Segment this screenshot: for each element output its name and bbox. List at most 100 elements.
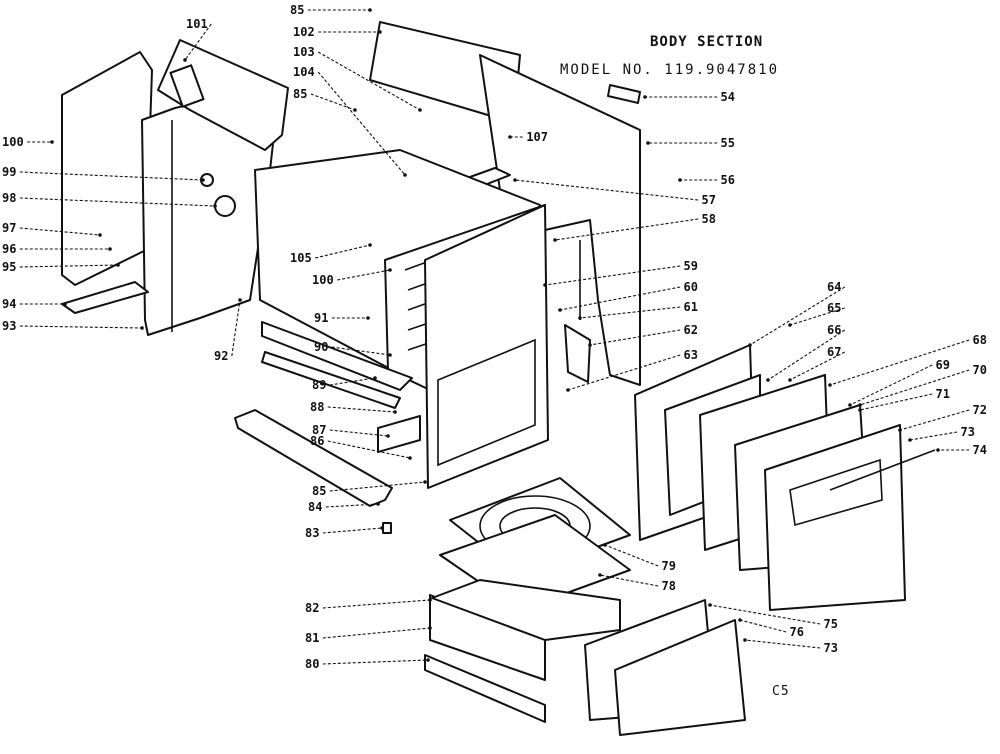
- callout-label-p74: 74: [973, 443, 987, 457]
- leader-tip-p100a: [50, 140, 54, 144]
- callout-label-p82: 82: [305, 601, 319, 615]
- door-window: [789, 458, 883, 527]
- callout-label-p60: 60: [684, 280, 698, 294]
- leader-line-p60: [559, 286, 681, 311]
- bracket-54: [607, 84, 641, 104]
- leader-line-p82: [322, 599, 431, 609]
- leader-line-p71: [859, 393, 933, 411]
- callout-label-p73a: 73: [961, 425, 975, 439]
- leader-line-p64: [749, 286, 846, 346]
- leader-line-p104: [317, 71, 406, 176]
- leader-line-p93: [19, 325, 143, 329]
- door-panel-72: [764, 424, 906, 611]
- leader-tip-p58: [553, 238, 557, 242]
- model-number: MODEL NO. 119.9047810: [560, 62, 780, 78]
- callout-label-p78: 78: [662, 579, 676, 593]
- leader-tip-p70: [858, 403, 862, 407]
- leader-line-p69: [849, 364, 933, 406]
- callout-label-p59: 59: [684, 259, 698, 273]
- leader-tip-p89: [373, 376, 377, 380]
- leader-tip-p105: [368, 243, 372, 247]
- leader-tip-p59: [543, 283, 547, 287]
- leader-line-p105: [315, 244, 371, 259]
- leader-tip-p101: [183, 58, 187, 62]
- leader-line-p101: [184, 23, 212, 61]
- callout-label-p61: 61: [684, 300, 698, 314]
- leader-tip-p98: [213, 204, 217, 208]
- callout-label-p95: 95: [2, 260, 16, 274]
- leader-tip-p61: [578, 316, 582, 320]
- leader-tip-p60: [558, 308, 562, 312]
- bracket-94: [61, 281, 149, 314]
- callout-label-p96: 96: [2, 242, 16, 256]
- leader-line-p65: [789, 307, 845, 326]
- leader-tip-p63: [566, 388, 570, 392]
- leader-tip-p88: [393, 410, 397, 414]
- leader-tip-p73b: [743, 638, 747, 642]
- callout-label-p81: 81: [305, 631, 319, 645]
- leader-tip-p97: [98, 233, 102, 237]
- leader-line-p100b: [337, 269, 391, 281]
- callout-label-p93: 93: [2, 319, 16, 333]
- leader-line-p59: [544, 265, 681, 286]
- leader-line-p61: [579, 306, 681, 319]
- leader-line-p73a: [909, 431, 958, 441]
- leader-tip-p81: [428, 626, 432, 630]
- leader-tip-p84: [376, 502, 380, 506]
- leader-tip-p90: [388, 353, 392, 357]
- leader-tip-p55: [646, 141, 650, 145]
- leader-tip-p80: [426, 658, 430, 662]
- callout-label-p97: 97: [2, 221, 16, 235]
- leader-tip-p65: [788, 323, 792, 327]
- leader-line-p63: [567, 354, 681, 391]
- callout-label-p89: 89: [312, 378, 326, 392]
- callout-label-p65: 65: [827, 301, 841, 315]
- callout-label-p94: 94: [2, 297, 16, 311]
- callout-label-p91: 91: [314, 311, 328, 325]
- diagram-title: BODY SECTION: [650, 34, 764, 50]
- leader-tip-p95: [116, 263, 120, 267]
- leader-tip-p82: [428, 598, 432, 602]
- bottom-panel-89: [261, 321, 413, 391]
- callout-label-p85c: 85: [312, 484, 326, 498]
- callout-label-p56: 56: [721, 173, 735, 187]
- leader-line-p70: [859, 369, 970, 406]
- callout-label-p100a: 100: [2, 135, 24, 149]
- callout-label-p105: 105: [290, 251, 312, 265]
- leader-line-p67: [789, 351, 846, 381]
- callout-label-p85b: 85: [293, 87, 307, 101]
- leader-tip-p78: [598, 573, 602, 577]
- leader-line-p80: [322, 659, 429, 665]
- callout-label-p88: 88: [310, 400, 324, 414]
- leader-tip-p64: [748, 343, 752, 347]
- leader-line-p78: [599, 574, 659, 587]
- drawer-panel-76: [614, 619, 746, 736]
- callout-label-p102: 102: [293, 25, 315, 39]
- callout-label-p62: 62: [684, 323, 698, 337]
- leader-tip-p100b: [388, 268, 392, 272]
- leader-line-p58: [554, 218, 699, 241]
- leader-tip-p91: [366, 316, 370, 320]
- callout-label-p85a: 85: [290, 3, 304, 17]
- leader-tip-p67: [788, 378, 792, 382]
- callout-label-p73b: 73: [824, 641, 838, 655]
- footer-code: C5: [772, 684, 790, 699]
- broiler-pan-top: [431, 579, 621, 641]
- leader-line-p103: [317, 51, 421, 111]
- callout-label-p84: 84: [308, 500, 322, 514]
- part-callouts: 1001018510210310485107545556575899989796…: [2, 3, 987, 671]
- leader-tip-p76: [738, 618, 742, 622]
- leader-line-p89: [329, 377, 376, 386]
- callout-label-p75: 75: [824, 617, 838, 631]
- leader-line-p99: [19, 171, 204, 181]
- leader-tip-p87: [386, 434, 390, 438]
- leader-tip-p56: [678, 178, 682, 182]
- callout-label-p70: 70: [973, 363, 987, 377]
- leader-line-p88: [327, 406, 396, 413]
- leader-tip-p103: [418, 108, 422, 112]
- bracket-87: [377, 415, 421, 453]
- leader-tip-p66: [766, 378, 770, 382]
- callout-label-p100b: 100: [312, 273, 334, 287]
